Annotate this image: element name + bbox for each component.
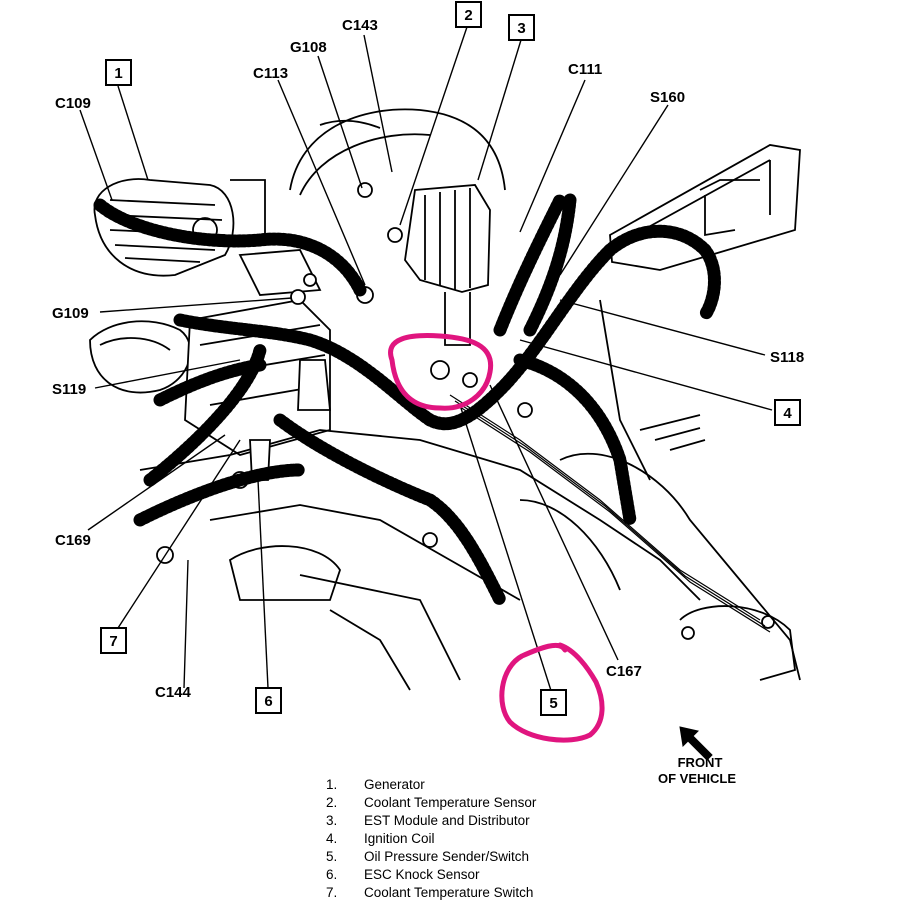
- callout-box-7: 7: [100, 627, 127, 654]
- engine-illustration: [89, 108, 801, 691]
- svg-text:4: 4: [783, 405, 792, 422]
- legend-text: Coolant Temperature Sensor: [364, 795, 537, 810]
- legend-number: 5.: [326, 849, 338, 864]
- legend-item: 7. Coolant Temperature Switch: [318, 884, 638, 902]
- svg-text:6: 6: [264, 693, 272, 710]
- front-label-line1: FRONT: [678, 755, 723, 770]
- legend-text: Coolant Temperature Switch: [364, 885, 534, 900]
- legend-text: Ignition Coil: [364, 831, 435, 846]
- front-arrow-icon: [679, 726, 713, 761]
- front-label-line2: OF VEHICLE: [658, 771, 736, 786]
- component-legend: 1. Generator 2. Coolant Temperature Sens…: [318, 776, 638, 902]
- svg-text:7: 7: [109, 633, 117, 650]
- legend-text: Generator: [364, 777, 425, 792]
- svg-text:3: 3: [517, 20, 525, 37]
- leader-lines: [79, 23, 773, 701]
- numbered-callouts: 1 2 3 4 5 6 7: [100, 1, 801, 716]
- label-s119: S119: [52, 381, 86, 398]
- label-c167: C167: [606, 663, 642, 680]
- legend-number: 2.: [326, 795, 338, 810]
- legend-text: EST Module and Distributor: [364, 813, 530, 828]
- legend-number: 6.: [326, 867, 338, 882]
- legend-item: 4. Ignition Coil: [318, 830, 638, 848]
- legend-item: 1. Generator: [318, 776, 638, 794]
- callout-box-5: 5: [540, 689, 567, 716]
- callout-box-4: 4: [774, 399, 801, 426]
- hand-annotations: [388, 333, 605, 743]
- svg-text:2: 2: [464, 7, 472, 24]
- callout-box-6: 6: [255, 687, 282, 714]
- legend-item: 5. Oil Pressure Sender/Switch: [318, 848, 638, 866]
- legend-item: 3. EST Module and Distributor: [318, 812, 638, 830]
- annotation-circle-callout-5: [499, 642, 605, 743]
- label-c109: C109: [55, 95, 91, 112]
- label-c143: C143: [342, 17, 378, 34]
- label-c111: C111: [568, 61, 602, 78]
- legend-text: ESC Knock Sensor: [364, 867, 480, 882]
- legend-number: 1.: [326, 777, 338, 792]
- callout-labels: C109 C113 G108 C143 C111 S160 G109 S118 …: [52, 17, 804, 701]
- legend-text: Oil Pressure Sender/Switch: [364, 849, 530, 864]
- svg-text:5: 5: [549, 695, 557, 712]
- wiring-harness: [93, 193, 721, 607]
- svg-text:1: 1: [114, 65, 122, 82]
- legend-item: 6. ESC Knock Sensor: [318, 866, 638, 884]
- label-c169: C169: [55, 532, 91, 549]
- callout-box-1: 1: [105, 59, 132, 86]
- callout-box-3: 3: [508, 14, 535, 41]
- legend-number: 3.: [326, 813, 338, 828]
- label-s118: S118: [770, 349, 804, 366]
- label-c144: C144: [155, 684, 192, 701]
- callout-box-2: 2: [455, 1, 482, 28]
- label-g109: G109: [52, 305, 89, 322]
- label-c113: C113: [253, 65, 288, 82]
- legend-number: 4.: [326, 831, 338, 846]
- legend-item: 2. Coolant Temperature Sensor: [318, 794, 638, 812]
- legend-number: 7.: [326, 885, 338, 900]
- annotation-circle-sender: [388, 333, 494, 411]
- label-g108: G108: [290, 39, 327, 56]
- label-s160: S160: [650, 89, 685, 106]
- front-of-vehicle-indicator: FRONT OF VEHICLE: [658, 726, 736, 786]
